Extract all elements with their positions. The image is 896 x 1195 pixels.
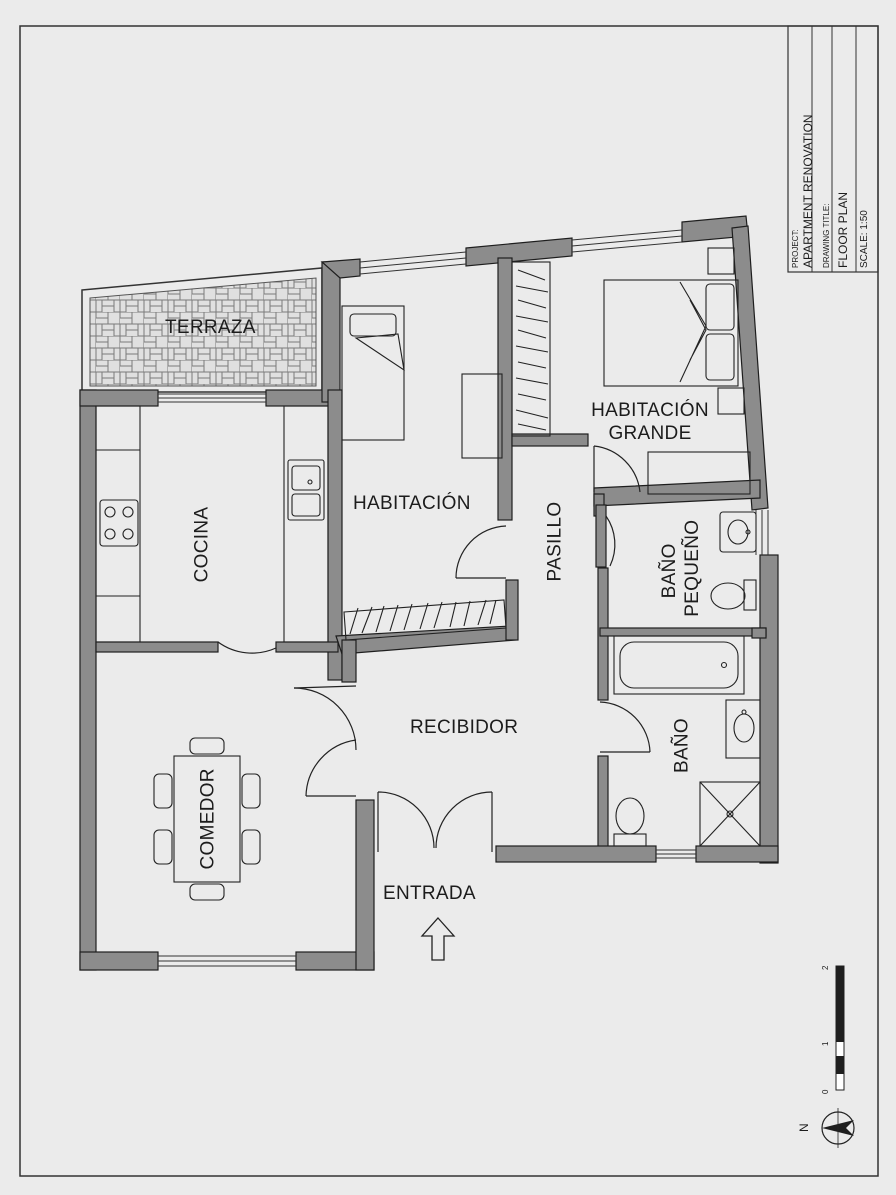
small-bathroom-fixtures bbox=[710, 511, 757, 611]
north-arrow-icon bbox=[821, 1108, 855, 1148]
windows bbox=[158, 229, 769, 967]
room-label-habitacion-grande: HABITACIÓN GRANDE bbox=[591, 400, 709, 444]
title-block bbox=[787, 25, 879, 273]
project-label: PROJECT: bbox=[791, 229, 800, 268]
doors bbox=[217, 445, 651, 852]
sheet-border bbox=[19, 25, 879, 1177]
room-label-terraza: TERRAZA bbox=[165, 317, 256, 338]
entry-arrow-icon bbox=[420, 917, 456, 961]
dining-table bbox=[153, 737, 261, 901]
kitchen-fixtures bbox=[95, 405, 329, 643]
bathroom-fixtures bbox=[613, 635, 761, 847]
bedroom-fixtures bbox=[341, 305, 507, 641]
room-label-habitacion: HABITACIÓN bbox=[353, 493, 471, 514]
room-label-comedor: COMEDOR bbox=[197, 768, 219, 870]
room-label-cocina: COCINA bbox=[191, 506, 213, 583]
walls bbox=[79, 215, 779, 971]
north-label: N bbox=[797, 1123, 811, 1132]
room-label-bano: BAÑO bbox=[671, 717, 693, 774]
scale-tick-1: 1 bbox=[821, 1041, 830, 1046]
room-label-entrada: ENTRADA bbox=[383, 883, 476, 904]
scale-bar bbox=[835, 965, 845, 1091]
scale-tick-2: 2 bbox=[821, 965, 830, 970]
scale-tick-0: 0 bbox=[821, 1089, 830, 1094]
scale-text: SCALE: 1:50 bbox=[859, 210, 870, 268]
big-bedroom-fixtures bbox=[511, 247, 751, 495]
drawing-title: FLOOR PLAN bbox=[836, 191, 850, 268]
room-label-bano-pequeno: BAÑO PEQUEÑO bbox=[659, 519, 703, 617]
project-name: APARTMENT RENOVATION bbox=[801, 114, 815, 268]
room-label-pasillo: PASILLO bbox=[544, 501, 566, 582]
drawing-title-label: DRAWING TITLE: bbox=[822, 203, 831, 268]
room-label-recibidor: RECIBIDOR bbox=[410, 717, 519, 738]
